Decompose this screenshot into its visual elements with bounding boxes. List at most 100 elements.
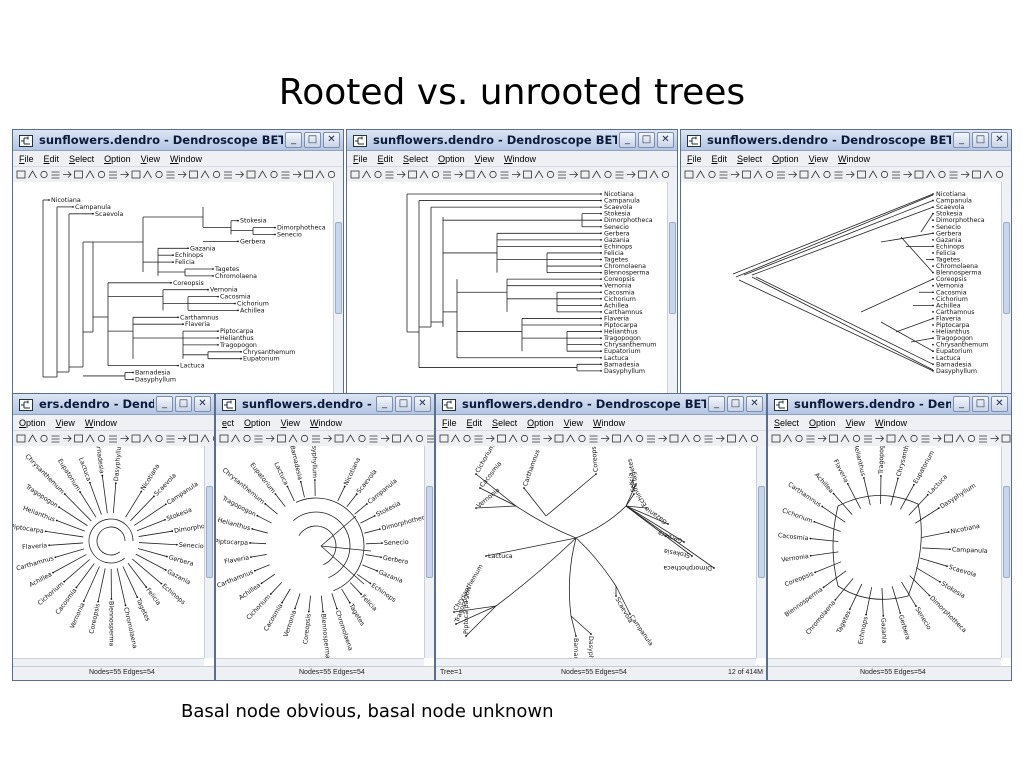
menu-window[interactable]: Window [503,153,536,164]
menu-file[interactable]: File [442,417,457,428]
maximize-button[interactable]: □ [972,132,989,148]
leaf-node [949,548,951,551]
vertical-scrollbar[interactable] [667,182,677,394]
menu-edit[interactable]: Edit [711,153,728,164]
menu-window[interactable]: Window [309,417,342,428]
minimize-button[interactable]: _ [953,132,970,148]
window-titlebar[interactable]: sunflowers.dendro - Dendroscope BETA_□✕ [681,130,1011,151]
menu-option[interactable]: Option [809,417,836,428]
scrollbar-thumb[interactable] [669,222,676,314]
menu-view[interactable]: View [474,153,494,164]
scrollbar-thumb[interactable] [1003,486,1010,578]
minimize-button[interactable]: _ [708,396,725,412]
horizontal-scrollbar[interactable] [13,658,204,667]
maximize-button[interactable]: □ [175,396,192,412]
scrollbar-thumb[interactable] [758,486,765,578]
menu-window[interactable]: Window [84,417,117,428]
menu-option[interactable]: Option [772,153,799,164]
menu-view[interactable]: View [845,417,865,428]
menu-view[interactable]: View [563,417,583,428]
menu-select[interactable]: Select [737,153,763,164]
menu-view[interactable]: View [55,417,75,428]
vertical-scrollbar[interactable] [424,446,434,658]
window-titlebar[interactable]: ers.dendro - Dendroscope BETA_□✕ [13,394,214,415]
minimize-button[interactable]: _ [953,396,970,412]
vertical-scrollbar[interactable] [333,182,343,394]
menu-file[interactable]: File [687,153,702,164]
horizontal-scrollbar[interactable] [768,658,1001,667]
menu-option[interactable]: Option [438,153,465,164]
window-titlebar[interactable]: sunflowers.dendro - Dendroscope BETA_□✕ [436,394,766,415]
menu-edit[interactable]: Edit [377,153,394,164]
maximize-button[interactable]: □ [972,396,989,412]
close-button[interactable]: ✕ [991,132,1008,148]
scrollbar-thumb[interactable] [335,222,342,314]
vertical-scrollbar[interactable] [1001,446,1011,658]
window-slanted-cladogram[interactable]: sunflowers.dendro - Dendroscope BETA_□✕ F… [680,129,1012,395]
horizontal-scrollbar[interactable] [216,658,424,667]
menu-select[interactable]: Select [69,153,95,164]
close-button[interactable]: ✕ [991,396,1008,412]
window-titlebar[interactable]: sunflowers.dendro - Dendroscope BETA_□✕ [13,130,343,151]
scrollbar-thumb[interactable] [426,486,433,578]
vertical-scrollbar[interactable] [756,446,766,658]
close-button[interactable]: ✕ [657,132,674,148]
close-button[interactable]: ✕ [414,396,431,412]
window-rectangular-phylogram[interactable]: sunflowers.dendro - Dendroscope BETA_□✕ F… [12,129,344,395]
taxon-label: Blennosperma [604,270,650,277]
menu-ect[interactable]: ect [222,417,235,428]
window-rectangular-cladogram[interactable]: sunflowers.dendro - Dendroscope BETA_□✕ F… [346,129,678,395]
menu-select[interactable]: Select [492,417,518,428]
window-titlebar[interactable]: sunflowers.dendro - Dendroscope_□✕ [216,394,434,415]
window-unrooted-circular[interactable]: sunflowers.dendro - Dendroscope B_□✕ Sele… [767,393,1012,681]
horizontal-scrollbar[interactable] [436,658,756,667]
close-button[interactable]: ✕ [746,396,763,412]
menu-file[interactable]: File [353,153,368,164]
close-button[interactable]: ✕ [323,132,340,148]
scrollbar-thumb[interactable] [206,486,213,578]
menu-select[interactable]: Select [774,417,800,428]
minimize-button[interactable]: _ [285,132,302,148]
menu-edit[interactable]: Edit [466,417,483,428]
minimize-button[interactable]: _ [376,396,393,412]
window-unrooted-radial[interactable]: sunflowers.dendro - Dendroscope BETA_□✕ F… [435,393,767,681]
maximize-button[interactable]: □ [395,396,412,412]
menu-window[interactable]: Window [169,153,202,164]
menu-view[interactable]: View [140,153,160,164]
leaf-node [343,485,346,488]
tree-edge [814,561,842,573]
menu-window[interactable]: Window [592,417,625,428]
menu-window[interactable]: Window [837,153,870,164]
minimize-button[interactable]: _ [156,396,173,412]
window-circular-cladogram[interactable]: sunflowers.dendro - Dendroscope_□✕ect Opt… [215,393,435,681]
maximize-button[interactable]: □ [304,132,321,148]
window-circular-phylogram[interactable]: ers.dendro - Dendroscope BETA_□✕ Option Vi… [12,393,215,681]
maximize-button[interactable]: □ [727,396,744,412]
maximize-button[interactable]: □ [638,132,655,148]
menu-option[interactable]: Option [527,417,554,428]
scrollbar-thumb[interactable] [1003,222,1010,314]
window-titlebar[interactable]: sunflowers.dendro - Dendroscope B_□✕ [768,394,1011,415]
menu-view[interactable]: View [280,417,300,428]
menu-select[interactable]: Select [403,153,429,164]
menu-file[interactable]: File [19,153,34,164]
minimize-button[interactable]: _ [619,132,636,148]
menu-option[interactable]: Option [244,417,271,428]
menu-option[interactable]: Option [19,417,46,428]
window-titlebar[interactable]: sunflowers.dendro - Dendroscope BETA_□✕ [347,130,677,151]
menu-view[interactable]: View [808,153,828,164]
menu-window[interactable]: Window [874,417,907,428]
menu-edit[interactable]: Edit [43,153,60,164]
vertical-scrollbar[interactable] [1001,182,1011,394]
menu-option[interactable]: Option [104,153,131,164]
vertical-scrollbar[interactable] [204,446,214,658]
close-button[interactable]: ✕ [194,396,211,412]
tree-edge [625,493,635,507]
